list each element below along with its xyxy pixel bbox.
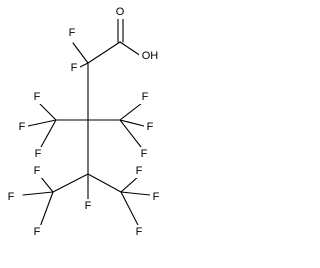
atom-f-cf3-left-bottom: F [32,147,44,161]
bond-cf3-left-f-mid [27,119,57,127]
atom-label: F [147,121,154,133]
atom-label: F [8,191,15,203]
bond-cf3-right-f-bottom [119,119,142,148]
atom-label: F [153,191,160,203]
atom-label: F [35,148,42,160]
bond-cf3-lower-left-f-bottom [39,191,54,228]
bond-cf3-lower-left-f-top [39,175,54,193]
bond-c2-f-down [79,62,89,68]
bond-cf3-left-f-top [39,103,57,121]
bond-cf3-lower-right-f-top [120,175,140,193]
atom-label: F [71,62,78,74]
bond-cf3-lower-left-f-mid [22,191,54,196]
bonds [22,17,151,228]
atom-label: F [34,91,41,103]
atom-f-cf3-right-mid: F [144,120,156,134]
atom-label: OH [142,50,159,62]
bond-cf3-right-f-mid [119,119,145,127]
atom-f-cf3-lower-left-bottom: F [31,225,43,239]
bond-cf3-left-f-bottom [40,119,57,148]
bond-cf3-lower-right-f-bottom [120,191,140,228]
bond-cf3-right-f-top [119,102,143,121]
atom-label: F [141,148,148,160]
atom-label: F [19,121,26,133]
atom-oh: OH [139,49,161,63]
atom-label: F [142,91,149,103]
bond-c4-cf3-lower-right [87,173,122,193]
atom-label: F [85,200,92,212]
atom-f-cf3-right-top: F [139,90,151,104]
atom-f-cf3-lower-right-bottom: F [133,225,145,239]
atom-f-cf3-left-mid: F [16,120,28,134]
atom-f-methine: F [82,199,94,213]
bond-c1-oh [119,41,142,57]
atom-f-cf3-lower-right-top: F [133,164,145,178]
atom-f-cf3-lower-right-mid: F [150,190,162,204]
bond-c4-cf3-lower-left [52,173,89,193]
atom-f-cf3-lower-left-top: F [31,164,43,178]
bond-c1-c2 [87,41,121,64]
atom-label: O [116,6,125,18]
atom-f-cf3-lower-left-mid: F [5,190,17,204]
atom-label: F [69,27,76,39]
bond-c2-f-left [72,42,89,64]
bond-cf3-lower-right-f-mid [120,191,151,196]
atom-label: F [34,226,41,238]
atom-f-alpha-down: F [68,61,80,75]
atom-labels: O OH F F F F F F [5,5,162,239]
atom-f-alpha-left: F [66,26,78,40]
atom-label: F [34,165,41,177]
atom-label: F [136,165,143,177]
atom-label: F [136,226,143,238]
atom-f-cf3-left-top: F [31,90,43,104]
chemical-structure: O OH F F F F F F [5,5,162,239]
atom-o-carbonyl: O [113,5,127,19]
atom-f-cf3-right-bottom: F [138,147,150,161]
